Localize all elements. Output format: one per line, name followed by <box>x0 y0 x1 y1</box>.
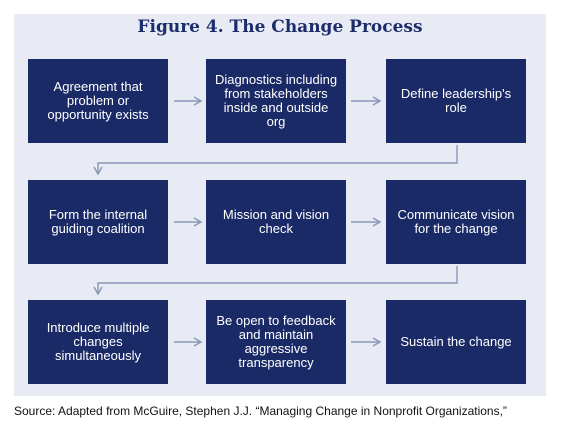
source-citation: Source: Adapted from McGuire, Stephen J.… <box>14 404 507 418</box>
step-diagnostics: Diagnostics including from stakeholders … <box>206 59 346 143</box>
step-sustain-change: Sustain the change <box>386 300 526 384</box>
step-label: Form the internal guiding coalition <box>48 207 148 236</box>
step-label: Be open to feedback and maintain aggress… <box>216 313 336 370</box>
step-communicate-vision: Communicate vision for the change <box>386 180 526 264</box>
step-label: Introduce multiple changes simultaneousl… <box>46 320 150 363</box>
step-label: Communicate vision for the change <box>397 207 515 236</box>
step-mission-vision: Mission and vision check <box>206 180 346 264</box>
step-label: Diagnostics including from stakeholders … <box>214 72 338 129</box>
step-feedback-transparency: Be open to feedback and maintain aggress… <box>206 300 346 384</box>
step-label: Agreement that problem or opportunity ex… <box>47 79 149 122</box>
step-agreement: Agreement that problem or opportunity ex… <box>28 59 168 143</box>
figure-title: Figure 4. The Change Process <box>137 17 423 37</box>
step-multiple-changes: Introduce multiple changes simultaneousl… <box>28 300 168 384</box>
step-label: Define leadership's role <box>400 86 512 115</box>
step-guiding-coalition: Form the internal guiding coalition <box>28 180 168 264</box>
step-define-leadership: Define leadership's role <box>386 59 526 143</box>
step-label: Sustain the change <box>400 334 512 349</box>
step-label: Mission and vision check <box>222 207 330 236</box>
